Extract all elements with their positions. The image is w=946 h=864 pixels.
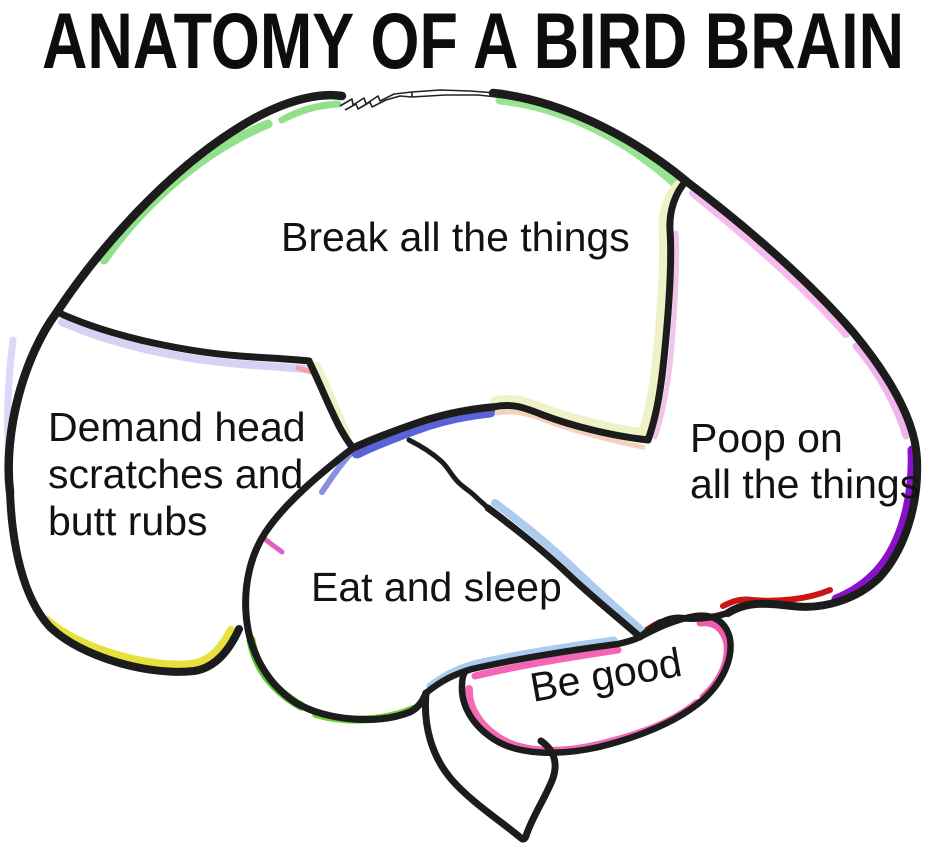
fringe-royalblue-mid-top	[351, 406, 496, 459]
sketch-line-top-2	[344, 92, 413, 111]
divider-cerebellum-top	[422, 633, 644, 697]
outline-cerebellum	[458, 612, 734, 756]
fringe-salmon-de	[494, 409, 646, 450]
fringe-lavender-left-divider	[58, 318, 309, 373]
fringe-paleyellow-bc	[313, 362, 351, 438]
divider-right-lobe-left	[644, 177, 690, 444]
fringe-yellow-left-bottom	[43, 616, 235, 669]
fringe-pink-cerebellum-top	[471, 646, 622, 680]
label-top-lobe: Break all the things	[281, 214, 630, 260]
divider-top-lobe-bottom-left	[349, 403, 497, 452]
sketch-line-top-3	[411, 92, 498, 98]
fringe-pink-right-diagonal-lower	[852, 342, 910, 440]
label-front-left-lobe-line1: Demand head	[48, 404, 306, 450]
fringe-pink-ef	[652, 230, 680, 440]
fringe-pink-right-diagonal-upper	[689, 189, 850, 338]
fringe-green-mid-bottom-left	[246, 635, 306, 711]
fringe-green-top-mid	[278, 100, 342, 124]
outline-middle-lobe-right	[484, 504, 644, 641]
outline-middle-lobe	[242, 444, 430, 723]
fringe-paleyellow-ef	[636, 180, 683, 442]
fringe-paleyellow-de	[490, 394, 650, 438]
label-front-left-lobe-line3: butt rubs	[48, 498, 208, 544]
divider-left-lobe-right	[305, 357, 357, 452]
brain-ink-outline	[4, 88, 922, 843]
fringe-red-right-bottom	[720, 587, 833, 609]
label-front-left-lobe-line2: scratches and	[48, 451, 303, 497]
divider-left-lobe-top	[53, 308, 313, 365]
fringe-lightblue-cerebellum-top	[426, 636, 618, 690]
outline-left-bottom	[6, 488, 243, 676]
label-middle-lobe: Eat and sleep	[311, 564, 562, 610]
divider-top-lobe-bottom-right	[489, 401, 652, 444]
fringe-green-top-left	[99, 119, 273, 265]
label-back-right-lobe-line2: all the things	[690, 461, 920, 507]
outline-right-lobe	[682, 177, 922, 617]
outline-top-right-arc	[488, 88, 691, 186]
page-title: ANATOMY OF A BIRD BRAIN	[42, 0, 904, 85]
sketch-line-top-1	[339, 89, 497, 107]
outline-left-top-arc	[4, 90, 347, 497]
fringe-purple-right-edge	[831, 445, 917, 604]
fringe-magenta-mid-left	[263, 537, 285, 555]
squiggle-marker-line	[406, 437, 491, 511]
label-back-right-lobe-line1: Poop on	[690, 415, 843, 461]
fringe-lightblue-mid-right	[491, 499, 646, 635]
outline-brainstem	[421, 689, 559, 843]
fringe-green-top-right	[495, 95, 683, 191]
